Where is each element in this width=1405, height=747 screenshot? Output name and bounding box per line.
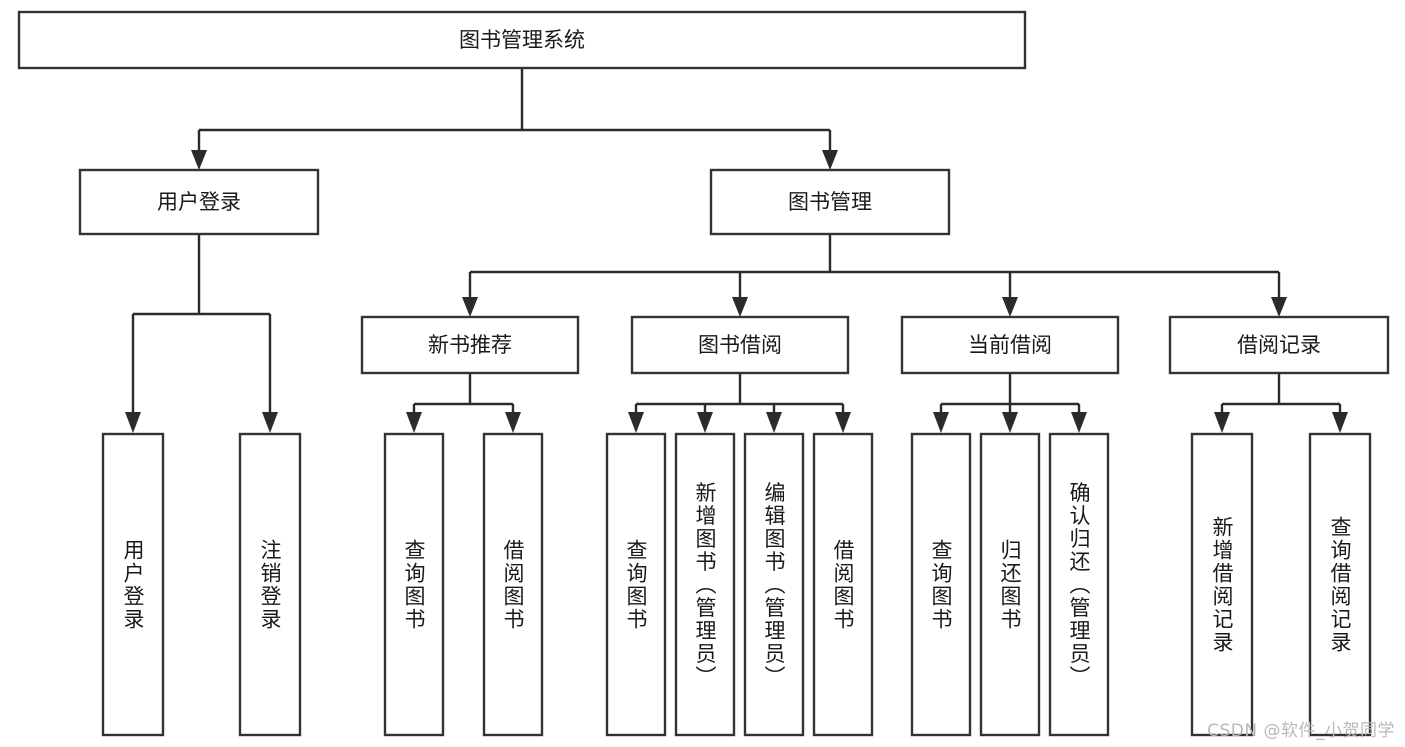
leaf-book-borrow-borrow[interactable]: 借阅图书 [812,432,874,737]
leaf-new-book-borrow[interactable]: 借阅图书 [482,432,544,737]
node-book-borrow[interactable]: 图书借阅 [630,315,850,375]
arrow-book-borrow-leaf-3 [766,412,782,433]
arrow-to-user-login [191,150,207,170]
connector-group [125,68,1348,433]
leaf-user-login-login-box [101,432,165,737]
node-current-borrow-label: 当前借阅 [968,333,1052,357]
node-current-borrow-box [900,315,1120,375]
arrow-to-borrow-record [1271,297,1287,317]
leaf-borrow-record-query-label: 查询借阅记录 [1328,516,1352,654]
leaf-user-login-login-label: 用户登录 [121,539,145,631]
node-new-book-recommend-label: 新书推荐 [428,333,512,357]
node-current-borrow[interactable]: 当前借阅 [900,315,1120,375]
node-book-borrow-box [630,315,850,375]
node-user-login[interactable]: 用户登录 [78,168,320,236]
leaf-current-borrow-query[interactable]: 查询图书 [910,432,972,737]
leaf-current-borrow-query-box [910,432,972,737]
arrow-book-borrow-leaf-2 [697,412,713,433]
leaf-current-borrow-return[interactable]: 归还图书 [979,432,1041,737]
arrow-current-borrow-leaf-1 [933,412,949,433]
arrow-borrow-record-leaf-2 [1332,412,1348,433]
leaf-current-borrow-return-box [979,432,1041,737]
leaf-book-borrow-query-label: 查询图书 [624,539,648,631]
arrow-to-new-book [462,297,478,317]
arrow-new-book-leaf-1 [406,412,422,433]
arrow-new-book-leaf-2 [505,412,521,433]
node-borrow-record-box [1168,315,1390,375]
leaf-book-borrow-query[interactable]: 查询图书 [605,432,667,737]
arrow-user-login-leaf-2 [262,412,278,433]
arrow-current-borrow-leaf-2 [1002,412,1018,433]
leaf-current-borrow-confirm-return-box [1048,432,1110,737]
leaf-current-borrow-query-label: 查询图书 [929,539,953,631]
node-book-management-box [709,168,951,236]
leaf-book-borrow-borrow-label: 借阅图书 [831,539,855,631]
leaf-book-borrow-edit-label: 编辑图书（管理员） [762,482,786,689]
leaf-book-borrow-add[interactable]: 新增图书（管理员） [674,432,736,737]
arrow-borrow-record-leaf-1 [1214,412,1230,433]
node-book-management[interactable]: 图书管理 [709,168,951,236]
node-book-borrow-label: 图书借阅 [698,333,782,357]
leaf-user-login-logout-box [238,432,302,737]
leaf-book-borrow-borrow-box [812,432,874,737]
leaf-new-book-query[interactable]: 查询图书 [383,432,445,737]
node-borrow-record[interactable]: 借阅记录 [1168,315,1390,375]
node-book-management-label: 图书管理 [788,190,872,214]
leaf-new-book-query-box [383,432,445,737]
node-root-system-box [17,10,1027,70]
node-new-book-recommend[interactable]: 新书推荐 [360,315,580,375]
leaf-borrow-record-query[interactable]: 查询借阅记录 [1308,432,1372,737]
leaf-user-login-logout[interactable]: 注销登录 [238,432,302,737]
arrow-book-borrow-leaf-1 [628,412,644,433]
node-user-login-box [78,168,320,236]
arrow-current-borrow-leaf-3 [1071,412,1087,433]
arrow-user-login-leaf-1 [125,412,141,433]
leaf-new-book-query-label: 查询图书 [402,539,426,631]
leaf-borrow-record-add[interactable]: 新增借阅记录 [1190,432,1254,737]
leaf-current-borrow-confirm-return-label: 确认归还（管理员） [1067,482,1091,689]
arrow-to-book-mgmt [822,150,838,170]
leaf-user-login-logout-label: 注销登录 [258,539,282,631]
node-new-book-recommend-box [360,315,580,375]
arrow-to-book-borrow [732,297,748,317]
leaf-book-borrow-add-box [674,432,736,737]
leaf-current-borrow-confirm-return[interactable]: 确认归还（管理员） [1048,432,1110,737]
leaf-book-borrow-add-label: 新增图书（管理员） [693,482,717,689]
leaf-borrow-record-add-box [1190,432,1254,737]
arrow-book-borrow-leaf-4 [835,412,851,433]
leaf-new-book-borrow-box [482,432,544,737]
node-root-system-label: 图书管理系统 [459,28,585,52]
leaf-current-borrow-return-label: 归还图书 [998,539,1022,631]
node-root-system[interactable]: 图书管理系统 [17,10,1027,70]
leaf-book-borrow-query-box [605,432,667,737]
leaf-book-borrow-edit-box [743,432,805,737]
leaf-book-borrow-edit[interactable]: 编辑图书（管理员） [743,432,805,737]
node-user-login-label: 用户登录 [157,190,241,214]
node-borrow-record-label: 借阅记录 [1237,333,1321,357]
arrow-to-current-borrow [1002,297,1018,317]
leaf-user-login-login[interactable]: 用户登录 [101,432,165,737]
leaf-borrow-record-add-label: 新增借阅记录 [1210,516,1234,654]
leaf-borrow-record-query-box [1308,432,1372,737]
leaf-new-book-borrow-label: 借阅图书 [501,539,525,631]
